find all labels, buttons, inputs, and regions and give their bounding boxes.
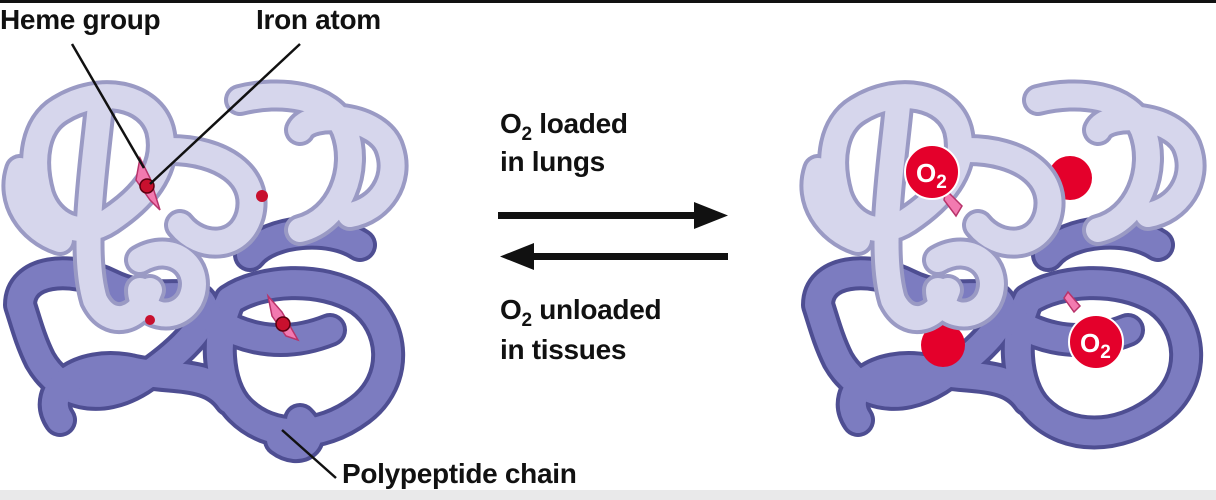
heme-group-icon: [266, 293, 300, 342]
o2-subscript: 2: [521, 124, 532, 145]
o2-symbol: O: [500, 294, 522, 325]
top-border: [0, 0, 1216, 3]
oxygen-badge-label: O2: [916, 158, 947, 193]
polypeptide-chain-leader-line: [281, 429, 337, 479]
heme-group-icon: [1063, 290, 1082, 314]
light-polypeptide-chains: [1, 79, 409, 335]
iron-atom-label: Iron atom: [256, 4, 381, 35]
heme-group-icon: [135, 155, 161, 211]
equilibrium-arrows: [498, 202, 728, 270]
oxygen-badge-label: O2: [1080, 328, 1111, 363]
o2-subscript: 2: [521, 310, 532, 331]
heme-group-icon: [145, 315, 155, 325]
reverse-arrow: [500, 243, 728, 270]
oxygen-molecule-icon: O2: [904, 144, 960, 200]
heme-group-label: Heme group: [0, 4, 161, 35]
deoxyhemoglobin-molecule: [1, 79, 409, 463]
oxyhemoglobin-molecule: O2 O2: [799, 79, 1207, 450]
forward-reaction-text: loaded: [531, 108, 628, 139]
reverse-reaction-label: O2 unloaded: [500, 294, 662, 331]
forward-reaction-label: O2 loaded: [500, 108, 628, 145]
bottom-border: [0, 490, 1216, 500]
heme-group-icon: [256, 190, 268, 202]
reverse-reaction-text: unloaded: [531, 294, 662, 325]
oxygen-molecule-icon: O2: [1068, 314, 1124, 370]
oxygen-molecule-icon: [921, 323, 965, 367]
forward-reaction-location: in lungs: [500, 146, 605, 177]
label-leader-lines: [70, 43, 337, 479]
forward-arrow: [498, 202, 728, 229]
o2-symbol: O: [500, 108, 522, 139]
polypeptide-chain-label: Polypeptide chain: [342, 458, 577, 489]
reverse-reaction-location: in tissues: [500, 334, 627, 365]
iron-atom-leader-line: [149, 43, 301, 185]
dark-polypeptide-chains: [3, 215, 406, 463]
light-polypeptide-chains: [799, 79, 1207, 335]
heme-group-leader-line: [70, 43, 146, 169]
